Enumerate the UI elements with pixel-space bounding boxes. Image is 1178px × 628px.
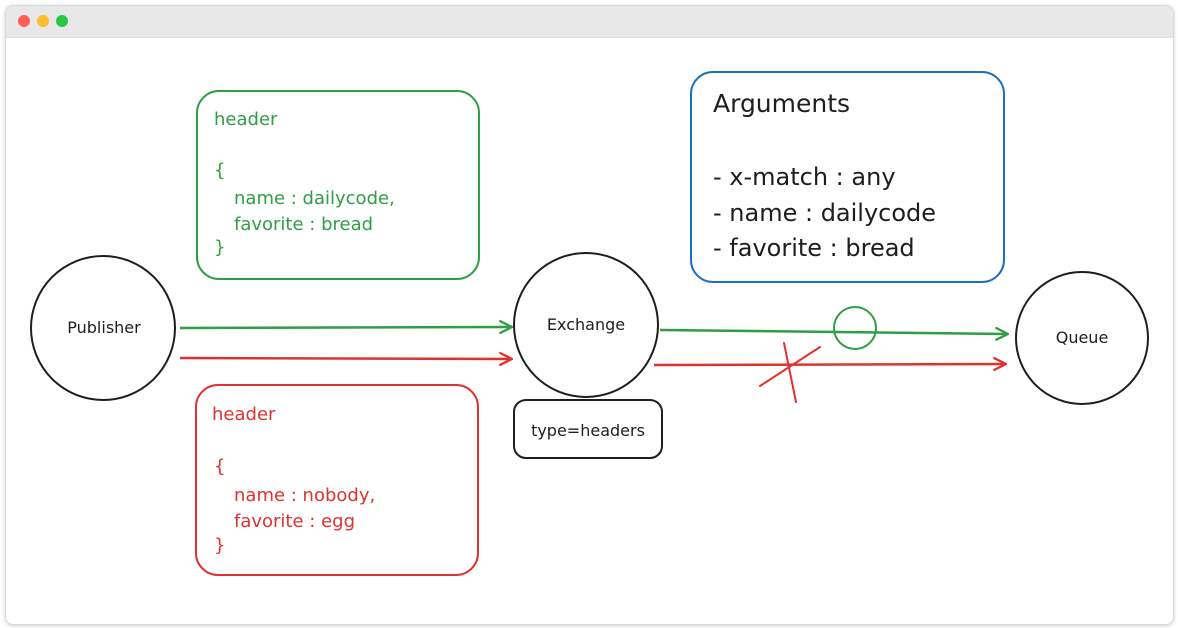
title-bar — [6, 6, 1173, 38]
green-header-close-brace: } — [214, 237, 225, 258]
app-window — [5, 5, 1174, 625]
maximize-window-button[interactable] — [56, 15, 68, 27]
argument-name: - name : dailycode — [713, 199, 936, 227]
red-header-open-brace: { — [214, 456, 225, 477]
argument-x-match: - x-match : any — [713, 163, 896, 191]
exchange-label: Exchange — [547, 315, 625, 334]
queue-circle — [1015, 271, 1149, 405]
close-window-button[interactable] — [18, 15, 30, 27]
queue-node: Queue — [1015, 271, 1149, 405]
cross-icon — [759, 342, 821, 403]
arguments-title: Arguments — [713, 89, 850, 118]
red-header-line-name: name : nobody, — [234, 485, 375, 506]
exchange-to-queue-red-arrow — [653, 357, 1008, 372]
red-header-close-brace: } — [214, 535, 225, 556]
publisher-node: Publisher — [30, 255, 176, 401]
green-header-line-favorite: favorite : bread — [234, 214, 373, 235]
exchange-type-label: type=headers — [531, 421, 645, 440]
green-header-line-name: name : dailycode, — [234, 188, 395, 209]
exchange-type-box: type=headers — [513, 399, 663, 459]
publisher-to-exchange-green-arrow — [179, 320, 514, 335]
red-header-line-favorite: favorite : egg — [234, 511, 355, 532]
exchange-circle — [513, 252, 659, 398]
argument-favorite: - favorite : bread — [713, 234, 915, 262]
publisher-circle — [30, 255, 176, 401]
green-header-open-brace: { — [214, 160, 225, 181]
red-header-box: header { name : nobody, favorite : egg } — [195, 384, 479, 576]
publisher-label: Publisher — [67, 318, 141, 337]
arguments-border — [690, 71, 1005, 283]
queue-label: Queue — [1056, 328, 1109, 347]
exchange-type-border — [513, 399, 663, 459]
minimize-window-button[interactable] — [37, 15, 49, 27]
red-header-border — [195, 384, 479, 576]
arguments-box: Arguments - x-match : any - name : daily… — [690, 71, 1005, 283]
circle-icon — [833, 306, 877, 350]
red-header-title: header — [212, 404, 276, 425]
green-header-box: header { name : dailycode, favorite : br… — [196, 90, 480, 280]
green-header-title: header — [214, 109, 278, 130]
green-header-border — [196, 90, 480, 280]
exchange-node: Exchange — [513, 252, 659, 398]
publisher-to-exchange-red-arrow — [179, 351, 514, 366]
